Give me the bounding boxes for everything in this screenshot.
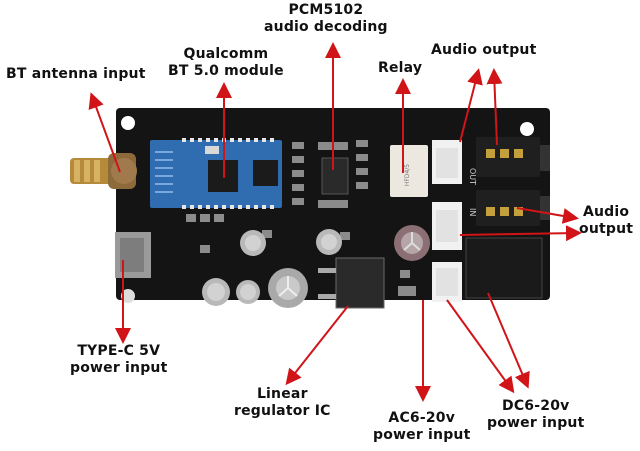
label-text: Relay	[378, 60, 423, 76]
jst-connector	[432, 140, 462, 184]
smd-components	[186, 140, 416, 296]
label-text: Audio output	[431, 42, 537, 58]
electrolytic-capacitor	[202, 278, 230, 306]
usb-type-c-port	[115, 232, 151, 278]
audio-jack-top	[476, 137, 550, 177]
label-text: BT antenna input	[6, 66, 146, 82]
sma-antenna-connector	[70, 153, 137, 189]
label-line: power input	[70, 360, 168, 376]
electrolytic-capacitor	[268, 268, 308, 308]
mounting-hole	[520, 122, 534, 136]
label-dc-power: DC6-20v power input	[487, 398, 585, 432]
label-audio-output-right: Audio output	[579, 204, 633, 238]
silkscreen-in: IN	[468, 208, 477, 216]
electrolytic-capacitor	[236, 280, 260, 304]
label-bt-module: Qualcomm BT 5.0 module	[168, 46, 284, 80]
label-line: audio decoding	[264, 19, 388, 35]
label-bt-antenna-input: BT antenna input	[6, 66, 146, 83]
label-linear-regulator: Linear regulator IC	[234, 386, 331, 420]
label-line: PCM5102	[288, 2, 364, 18]
dc-barrel-jack	[465, 237, 543, 299]
linear-regulator-ic	[318, 257, 385, 309]
mounting-hole	[121, 116, 135, 130]
label-line: TYPE-C 5V	[77, 343, 161, 359]
label-line: power input	[373, 427, 471, 443]
bluetooth-module	[150, 138, 282, 209]
label-line: Qualcomm	[183, 46, 269, 62]
label-line: output	[579, 221, 634, 237]
relay: HFD4/5	[390, 145, 428, 197]
label-audio-output-top: Audio output	[431, 42, 536, 59]
label-line: AC6-20v	[388, 410, 456, 426]
label-line: regulator IC	[234, 403, 331, 419]
electrolytic-capacitor	[240, 230, 266, 256]
svg-text:HFD4/5: HFD4/5	[404, 164, 411, 186]
label-typec-power: TYPE-C 5V power input	[70, 343, 168, 377]
electrolytic-capacitor	[394, 225, 430, 261]
label-ac-power: AC6-20v power input	[373, 410, 471, 444]
label-line: power input	[487, 415, 585, 431]
electrolytic-capacitor	[316, 229, 342, 255]
label-line: Audio	[582, 204, 630, 220]
silkscreen-out: OUT	[468, 168, 477, 185]
label-relay: Relay	[378, 60, 422, 77]
label-line: Linear	[256, 386, 308, 402]
jst-connector	[432, 202, 462, 250]
label-line: BT 5.0 module	[168, 63, 284, 79]
audio-jack-bottom	[476, 190, 550, 226]
label-pcm5102: PCM5102 audio decoding	[264, 2, 388, 36]
pcm5102-chip	[321, 157, 349, 195]
mounting-hole	[121, 289, 135, 303]
label-line: DC6-20v	[502, 398, 570, 414]
jst-connector	[432, 262, 462, 302]
